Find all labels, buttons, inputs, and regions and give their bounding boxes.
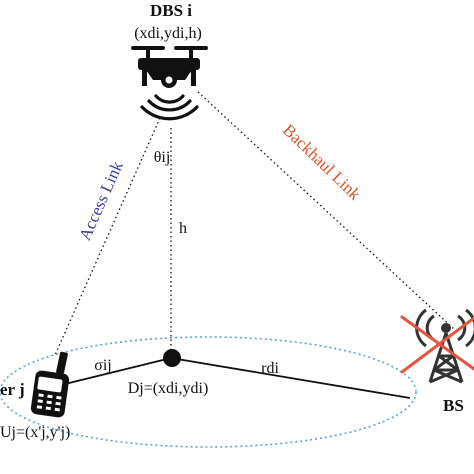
signal-waves-icon: [140, 94, 199, 121]
bs-label: BS: [443, 396, 464, 415]
user-title: er j: [0, 380, 25, 399]
angle-label: θij: [154, 149, 171, 166]
cell-tower-icon: [415, 308, 474, 384]
drone-icon: [131, 46, 208, 88]
height-label: h: [179, 220, 187, 237]
cross-out-icon: [400, 315, 474, 374]
coverage-ellipse: [0, 336, 417, 448]
center-point: [163, 349, 181, 367]
center-label: Dj=(xdi,ydi): [128, 380, 209, 397]
backhaul-link-label: Backhaul Link: [279, 120, 365, 204]
sigma-label: σij: [94, 357, 112, 374]
access-link-label: Access Link: [75, 158, 127, 243]
r-line: [170, 357, 411, 399]
backhaul-link-line: [197, 91, 456, 331]
user-coords: Uj=(x'j,y'j): [0, 424, 70, 441]
sigma-line: [64, 357, 172, 385]
access-link-line: [54, 117, 161, 356]
dbs-title: DBS i: [150, 1, 192, 20]
mobile-phone-icon: [30, 351, 70, 418]
r-label: rdi: [261, 360, 279, 377]
dbs-coords: (xdi,ydi,h): [134, 25, 202, 42]
